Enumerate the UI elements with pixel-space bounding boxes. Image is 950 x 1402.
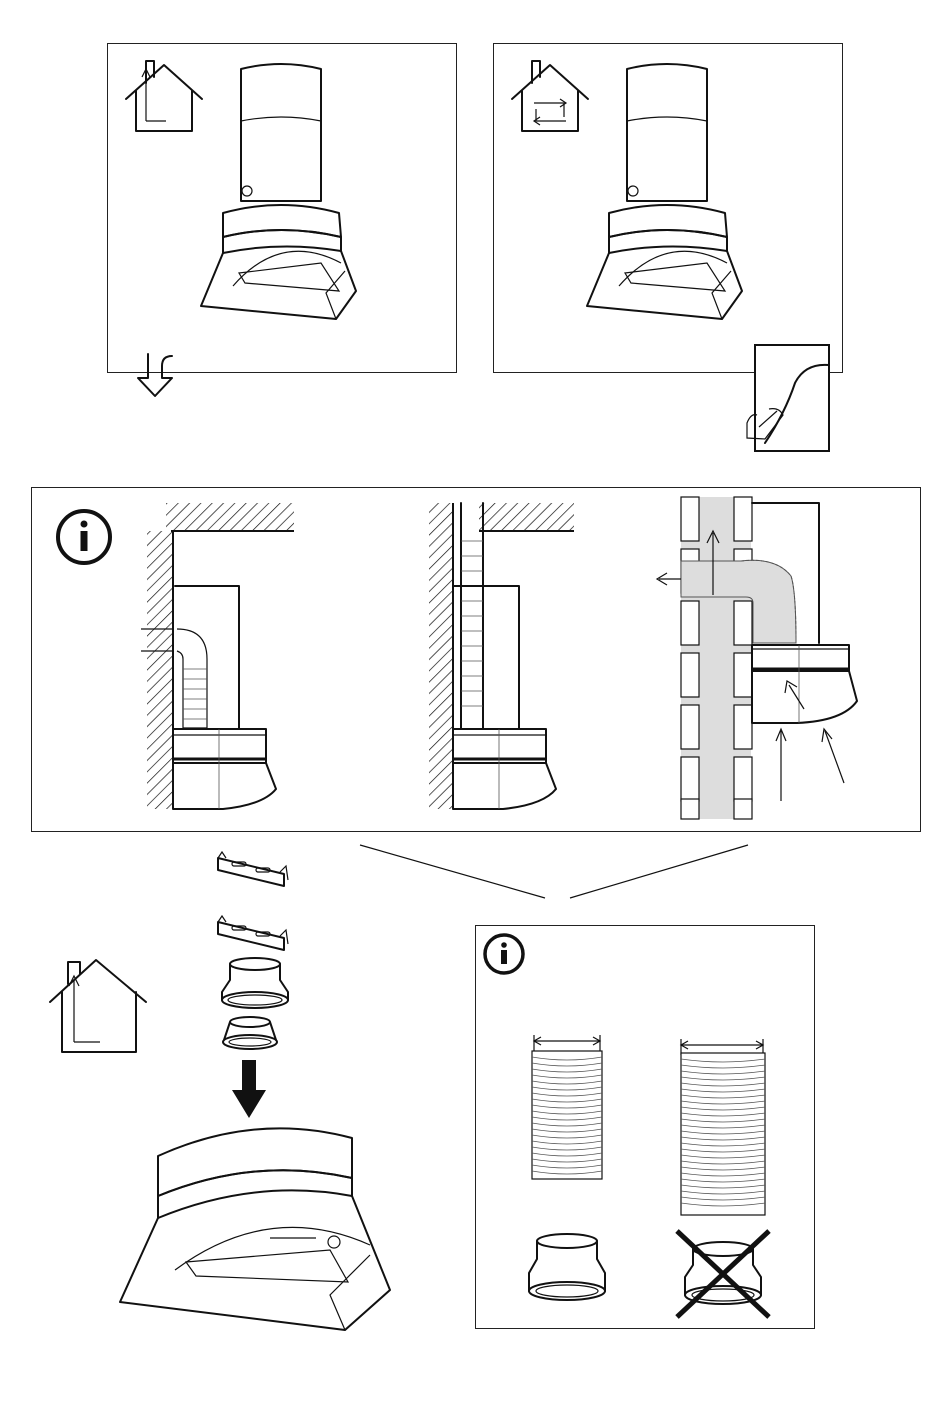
flange xyxy=(223,1017,277,1049)
hood-large xyxy=(120,1128,390,1330)
extraction-mode-panel xyxy=(107,43,457,373)
recirculation-mode-panel xyxy=(493,43,843,373)
info-icon xyxy=(485,935,523,973)
assembly-diagram xyxy=(40,850,460,1350)
bracket-lower xyxy=(218,916,288,950)
variant-duct-through-wall xyxy=(657,497,857,819)
manual-page-icon xyxy=(745,343,835,455)
duct-diameter-comparison xyxy=(476,926,816,1330)
reducer xyxy=(222,958,288,1008)
large-flexible-duct xyxy=(681,1053,765,1215)
small-duct-dimension xyxy=(534,1035,600,1051)
bracket-upper xyxy=(218,852,288,886)
small-flexible-duct xyxy=(532,1051,602,1179)
chimney-hood-recirculation xyxy=(494,44,844,374)
reducer-fitted xyxy=(529,1234,605,1300)
duct-diameter-panel xyxy=(475,925,815,1329)
duct-installation-diagrams xyxy=(32,488,922,833)
chimney-hood-extraction xyxy=(108,44,458,374)
variant-rigid-duct-to-ceiling xyxy=(429,503,574,809)
duct-options-panel xyxy=(31,487,921,832)
variant-flexible-duct-to-wall xyxy=(141,503,294,809)
house-recirculation-icon xyxy=(512,61,588,131)
house-extraction-icon xyxy=(50,960,146,1052)
arrow-down-icon xyxy=(130,350,190,410)
down-arrow-icon xyxy=(232,1060,266,1118)
info-icon xyxy=(58,511,110,563)
house-extraction-icon xyxy=(126,61,202,131)
